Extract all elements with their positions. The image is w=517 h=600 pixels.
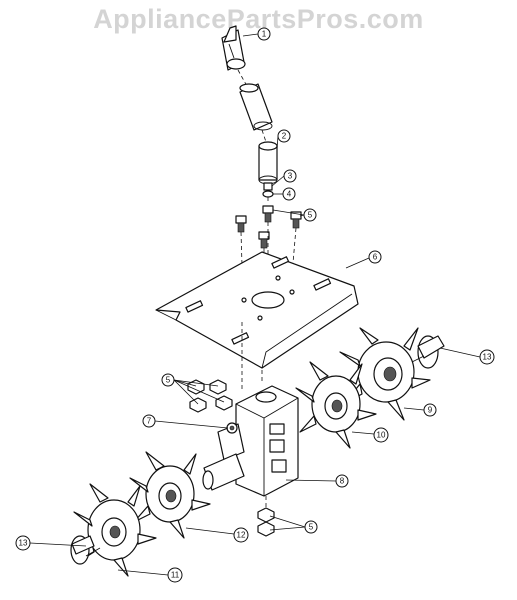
- callout-6: 6: [368, 250, 382, 264]
- callout-9: 9: [423, 403, 437, 417]
- part-13-pin-left[interactable]: [70, 535, 101, 565]
- callout-10: 10: [373, 427, 389, 443]
- callout-13-right: 13: [479, 349, 495, 365]
- callout-5-middle: 5: [161, 373, 175, 387]
- svg-text:5: 5: [166, 376, 171, 385]
- svg-text:13: 13: [19, 539, 28, 548]
- part-4-washer[interactable]: [262, 190, 274, 198]
- upper-tube[interactable]: [239, 83, 273, 131]
- callout-5-bottom: 5: [304, 520, 318, 534]
- svg-text:5: 5: [308, 211, 313, 220]
- part-11-tine-left-outer[interactable]: [73, 483, 157, 577]
- part-13-pin-right[interactable]: [411, 335, 445, 369]
- callout-5-top: 5: [303, 208, 317, 222]
- svg-text:10: 10: [377, 431, 386, 440]
- svg-text:9: 9: [428, 406, 433, 415]
- part-8-gearbox[interactable]: [202, 385, 299, 497]
- watermark: AppliancePartsPros.com: [93, 4, 424, 34]
- part-10-tine-right-inner[interactable]: [295, 361, 377, 449]
- svg-text:3: 3: [288, 172, 293, 181]
- svg-text:11: 11: [171, 571, 180, 580]
- part-5-nuts-bottom[interactable]: [257, 507, 275, 537]
- part-5-bolts-top[interactable]: [235, 205, 302, 249]
- part-7-plug[interactable]: [226, 422, 238, 434]
- callout-8: 8: [335, 474, 349, 488]
- callout-3: 3: [283, 169, 297, 183]
- svg-text:2: 2: [282, 132, 287, 141]
- svg-text:13: 13: [483, 353, 492, 362]
- callout-4: 4: [282, 187, 296, 201]
- part-12-tine-left-inner[interactable]: [129, 451, 211, 539]
- part-5-nuts-middle[interactable]: [187, 379, 233, 413]
- svg-text:6: 6: [373, 253, 378, 262]
- callout-1: 1: [257, 27, 271, 41]
- part-3-fitting[interactable]: [263, 182, 273, 191]
- callout-7: 7: [142, 414, 156, 428]
- callout-13-left: 13: [15, 535, 31, 551]
- part-6-mounting-plate[interactable]: [155, 251, 359, 369]
- svg-text:7: 7: [147, 417, 152, 426]
- callout-12: 12: [233, 527, 249, 543]
- callout-2: 2: [277, 129, 291, 143]
- leader-lines: [29, 33, 481, 576]
- svg-text:12: 12: [237, 531, 246, 540]
- part-2-shaft-tube[interactable]: [258, 141, 278, 185]
- svg-text:4: 4: [287, 190, 292, 199]
- svg-text:8: 8: [340, 477, 345, 486]
- svg-text:5: 5: [309, 523, 314, 532]
- part-1-coupling[interactable]: [221, 25, 246, 71]
- svg-text:1: 1: [262, 30, 267, 39]
- callout-11: 11: [167, 567, 183, 583]
